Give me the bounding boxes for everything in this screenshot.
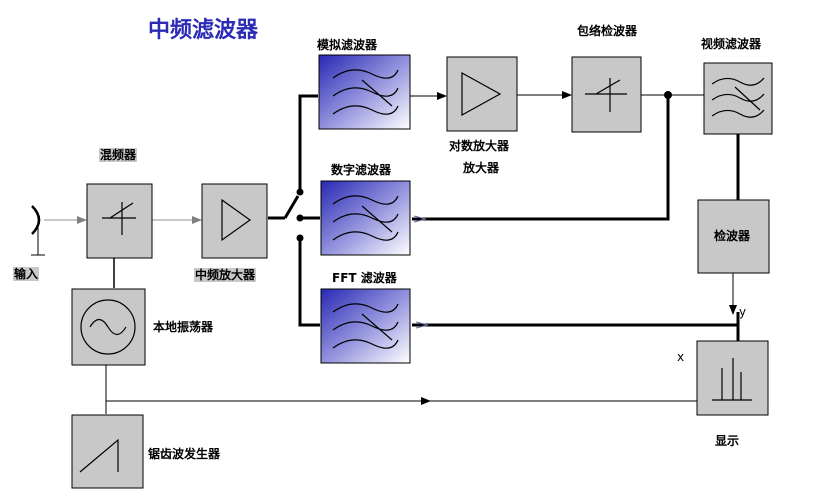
local-oscillator-block [71,288,146,366]
if-amplifier-block [201,183,268,259]
routing-lines [268,94,740,341]
envelope-detector-label: 包络检波器 [577,24,638,38]
sawtooth-icon [79,438,119,473]
mixer-icon [102,202,136,235]
sawtooth-generator-block [71,414,144,489]
mixer-block [86,183,153,259]
route-to-analog-filter [298,94,318,190]
fft-filter-block [320,288,411,364]
y-axis-label: y [739,305,747,319]
display-label: 显示 [715,434,740,448]
display-block [696,340,769,416]
filter-icon [332,303,399,349]
x-axis-label: x [677,350,685,364]
route-to-fft-filter [298,237,320,327]
detector-label: 检波器 [714,229,751,243]
amplifier-icon [221,198,252,242]
analog-filter-block [318,54,411,130]
analog-filter-label: 模拟滤波器 [317,38,378,52]
fft-filter-label: FFT 滤波器 [332,271,397,285]
detector-block [697,199,770,274]
amplifier-icon [461,71,502,117]
envelope-detector-block [571,56,642,133]
filter-icon [332,195,399,241]
switch-contact-bottom [296,234,304,242]
video-filter-label: 视频滤波器 [701,37,762,51]
switch-contact-top [296,188,304,196]
digital-filter-return-line [412,95,670,221]
log-amplifier-block [446,56,518,132]
junction-dot [664,91,672,99]
sine-wave-icon [89,318,127,336]
if-amp-label: 中频放大器 [194,268,257,282]
log-amp-label-line1: 对数放大器 [449,139,510,153]
antenna-icon [31,205,45,256]
digital-filter-label: 数字滤波器 [331,163,392,177]
filter-icon [711,77,765,118]
switch-contact-middle [296,214,304,222]
local-oscillator-label: 本地振荡器 [153,320,214,334]
digital-return-arrow [413,215,427,223]
input-label: 输入 [13,267,40,281]
fft-output-arrow [415,321,429,329]
signal-lines [44,91,737,414]
oscillator-icon [80,299,136,355]
filter-icon [332,69,399,115]
mixer-label: 混频器 [99,148,138,162]
switch-blade [283,195,300,219]
log-amp-label-line2: 放大器 [463,161,500,175]
sawtooth-generator-label: 锯齿波发生器 [148,447,221,461]
diagram-title: 中频滤波器 [148,17,259,43]
detector-icon [585,78,627,112]
spectrum-icon [712,358,752,401]
digital-filter-block [320,180,411,256]
video-filter-block [703,62,773,135]
